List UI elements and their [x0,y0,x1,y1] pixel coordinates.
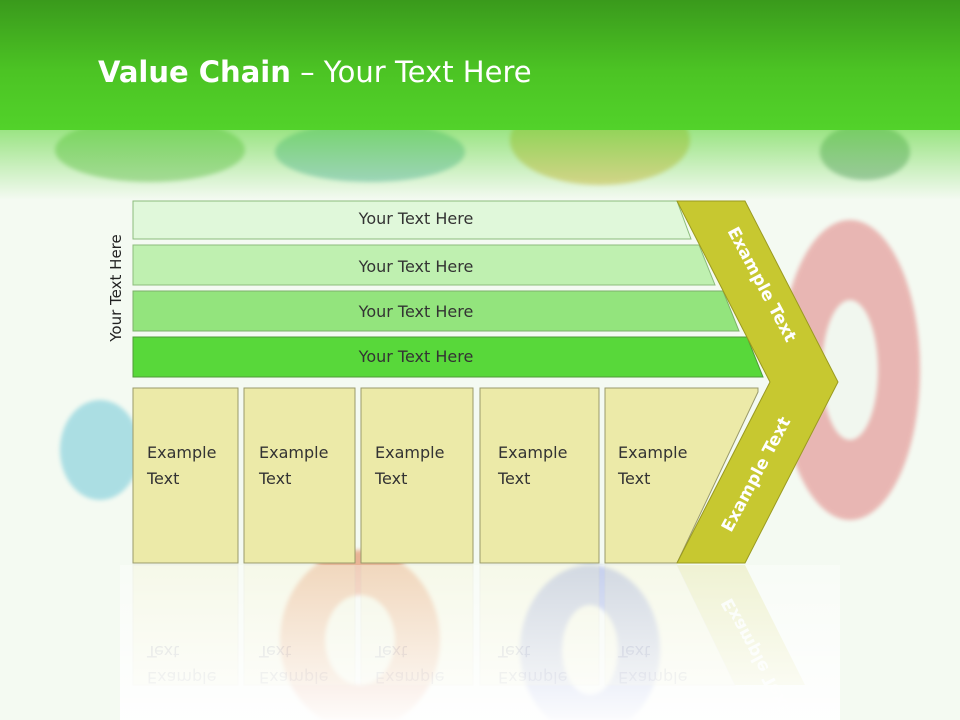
box-1-line1: Example [147,443,216,462]
bar-3: Your Text Here [132,290,740,332]
box-2-line2: Text [258,469,291,488]
box-5-line1: Example [618,443,687,462]
box-2-shape [243,387,356,564]
box-1-shape [132,387,239,564]
box-3-line2: Text [374,469,407,488]
header-fade [0,130,960,200]
bar-1-label: Your Text Here [358,209,474,228]
bar-1-shape [132,200,692,240]
title-rest: – Your Text Here [290,55,532,89]
bar-4-label: Your Text Here [358,347,474,366]
bar-4: Your Text Here [132,336,764,378]
box-1-line2: Text [146,469,179,488]
title-bold: Value Chain [98,55,291,89]
box-3: Example Text [360,387,474,564]
box-3-shape [360,387,474,564]
bar-1: Your Text Here [132,200,692,240]
box-1: Example Text [132,387,239,564]
bar-4-shape [132,336,764,378]
chevron-shape [676,200,839,564]
box-5: Example Text [604,387,759,564]
side-label: Your Text Here [107,234,125,342]
box-2-line1: Example [259,443,328,462]
header-bar [0,0,960,130]
bar-2-label: Your Text Here [358,257,474,276]
box-5-line2: Text [617,469,650,488]
box-4-line1: Example [498,443,567,462]
box-4: Example Text [479,387,600,564]
bar-3-label: Your Text Here [358,302,474,321]
slide-title: Value Chain – Your Text Here [98,55,532,89]
box-5-shape [604,387,759,564]
bar-2-shape [132,244,716,286]
bar-3-shape [132,290,740,332]
box-4-shape [479,387,600,564]
reflection-fade [120,565,840,720]
box-3-line1: Example [375,443,444,462]
box-4-line2: Text [497,469,530,488]
box-2: Example Text [243,387,356,564]
bar-2: Your Text Here [132,244,716,286]
